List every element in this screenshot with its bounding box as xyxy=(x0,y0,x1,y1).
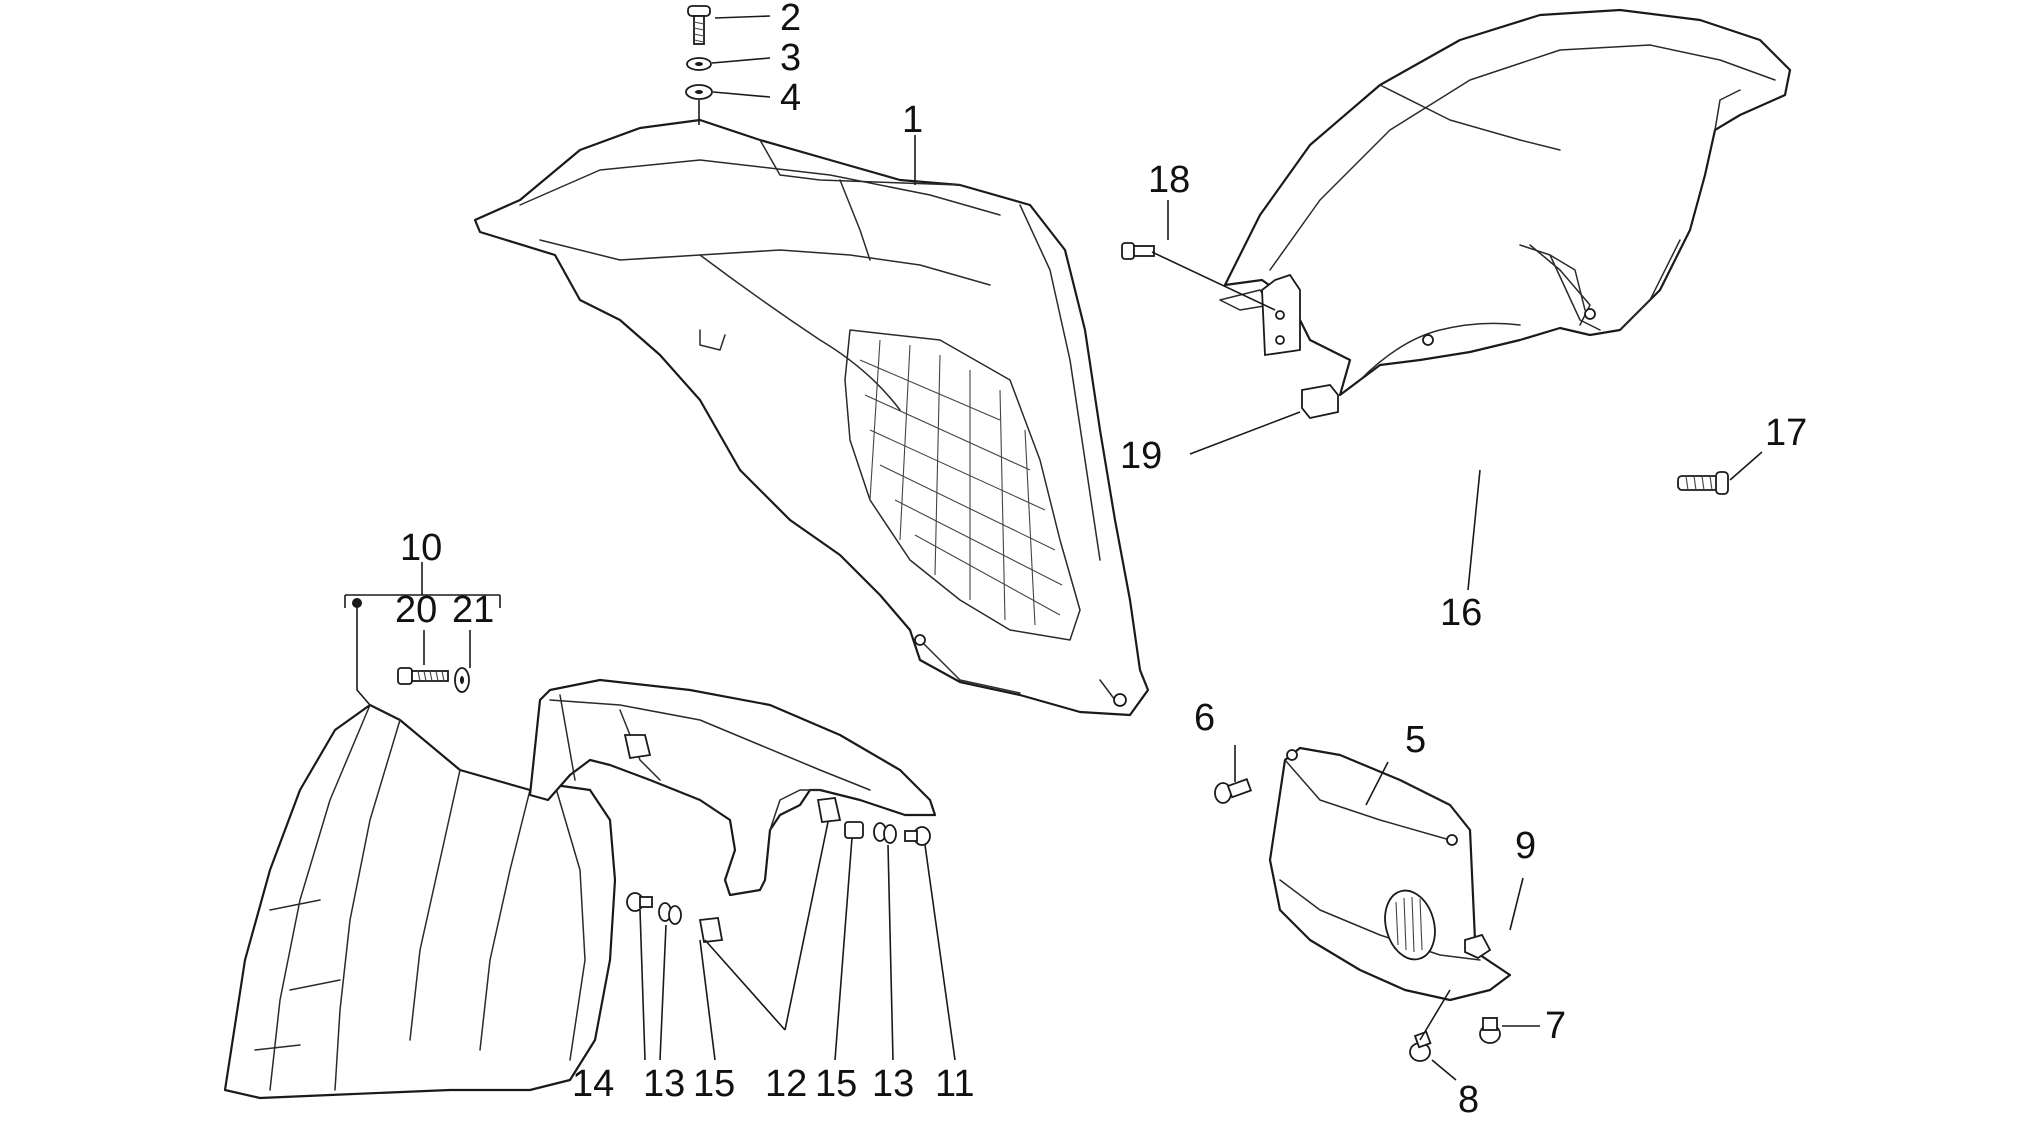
leader-lines xyxy=(344,15,1763,1081)
part-clip-19 xyxy=(1301,384,1339,419)
callout-12: 12 xyxy=(765,1063,807,1105)
part-screw-18 xyxy=(1121,242,1155,260)
part-front-mudguard xyxy=(223,703,617,1100)
part-washer-13-right xyxy=(873,822,897,844)
callout-4: 4 xyxy=(780,77,801,119)
part-front-shield xyxy=(473,118,1150,717)
part-inner-fender xyxy=(528,678,937,943)
part-washer-3 xyxy=(686,57,712,71)
part-nut-15-right xyxy=(844,821,864,839)
part-screw-11 xyxy=(904,826,931,846)
callout-16: 16 xyxy=(1440,592,1482,634)
callout-8: 8 xyxy=(1458,1079,1479,1121)
callout-3: 3 xyxy=(780,37,801,79)
callout-9: 9 xyxy=(1515,825,1536,867)
callout-7: 7 xyxy=(1545,1005,1566,1047)
callout-19: 19 xyxy=(1120,435,1162,477)
callout-18: 18 xyxy=(1148,159,1190,201)
callout-6: 6 xyxy=(1194,697,1215,739)
callout-13-right: 13 xyxy=(872,1063,914,1105)
part-screw-6 xyxy=(1214,778,1253,804)
part-washer-21 xyxy=(454,667,470,693)
callout-10: 10 xyxy=(400,527,442,569)
callout-13-left: 13 xyxy=(643,1063,685,1105)
part-clip-9 xyxy=(1464,933,1492,960)
callout-5: 5 xyxy=(1405,719,1426,761)
callout-15-right: 15 xyxy=(815,1063,857,1105)
callout-labels: 1 2 3 4 5 6 7 8 9 10 11 12 13 13 14 15 1… xyxy=(395,0,1807,1121)
callout-1: 1 xyxy=(902,99,923,141)
part-lower-cover xyxy=(1268,746,1512,1002)
callout-21: 21 xyxy=(452,589,494,631)
callout-14: 14 xyxy=(572,1063,614,1105)
part-washer-13-left xyxy=(658,902,682,925)
callout-11: 11 xyxy=(935,1063,974,1105)
part-screw-14 xyxy=(626,892,653,912)
callout-20: 20 xyxy=(395,589,437,631)
part-screw-17 xyxy=(1677,471,1729,495)
part-screw-8 xyxy=(1409,1030,1432,1062)
part-washer-4 xyxy=(685,84,713,100)
callout-2: 2 xyxy=(780,0,801,39)
part-rear-mudguard xyxy=(1219,8,1792,397)
part-screw-7 xyxy=(1479,1017,1501,1044)
callout-15-left: 15 xyxy=(693,1063,735,1105)
callout-17: 17 xyxy=(1765,412,1807,454)
part-bolt-20 xyxy=(397,667,449,685)
part-screw-2 xyxy=(687,5,711,45)
